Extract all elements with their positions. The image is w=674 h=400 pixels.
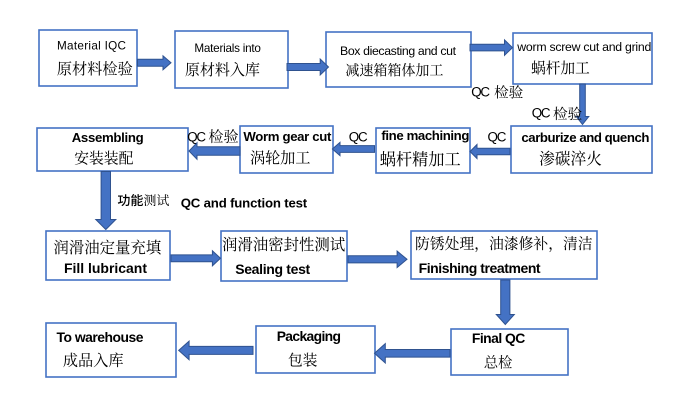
svg-text:Packaging: Packaging <box>277 328 341 344</box>
svg-text:QC: QC <box>532 106 551 121</box>
svg-text:QC and function test: QC and function test <box>181 195 308 210</box>
svg-text:Assembling: Assembling <box>72 130 144 145</box>
svg-text:Materials into: Materials into <box>194 42 261 55</box>
svg-text:fine machining: fine machining <box>381 128 469 143</box>
svg-text:QC: QC <box>349 130 368 145</box>
svg-text:QC: QC <box>488 130 507 145</box>
svg-text:Worm gear cut: Worm gear cut <box>243 129 332 144</box>
svg-text:QC: QC <box>471 85 490 100</box>
svg-text:Material IQC: Material IQC <box>57 40 126 53</box>
svg-text:To warehouse: To warehouse <box>57 329 144 345</box>
svg-text:Finishing treatment: Finishing treatment <box>419 260 541 276</box>
svg-text:carburize and quench: carburize and quench <box>521 130 649 145</box>
svg-text:worm screw cut and grind: worm screw cut and grind <box>516 40 651 54</box>
svg-text:QC: QC <box>187 130 206 145</box>
svg-text:Final QC: Final QC <box>472 330 525 346</box>
svg-text:Sealing test: Sealing test <box>235 261 310 277</box>
svg-text:Fill lubricant: Fill lubricant <box>64 260 147 276</box>
svg-text:Box diecasting and cut: Box diecasting and cut <box>340 44 457 58</box>
